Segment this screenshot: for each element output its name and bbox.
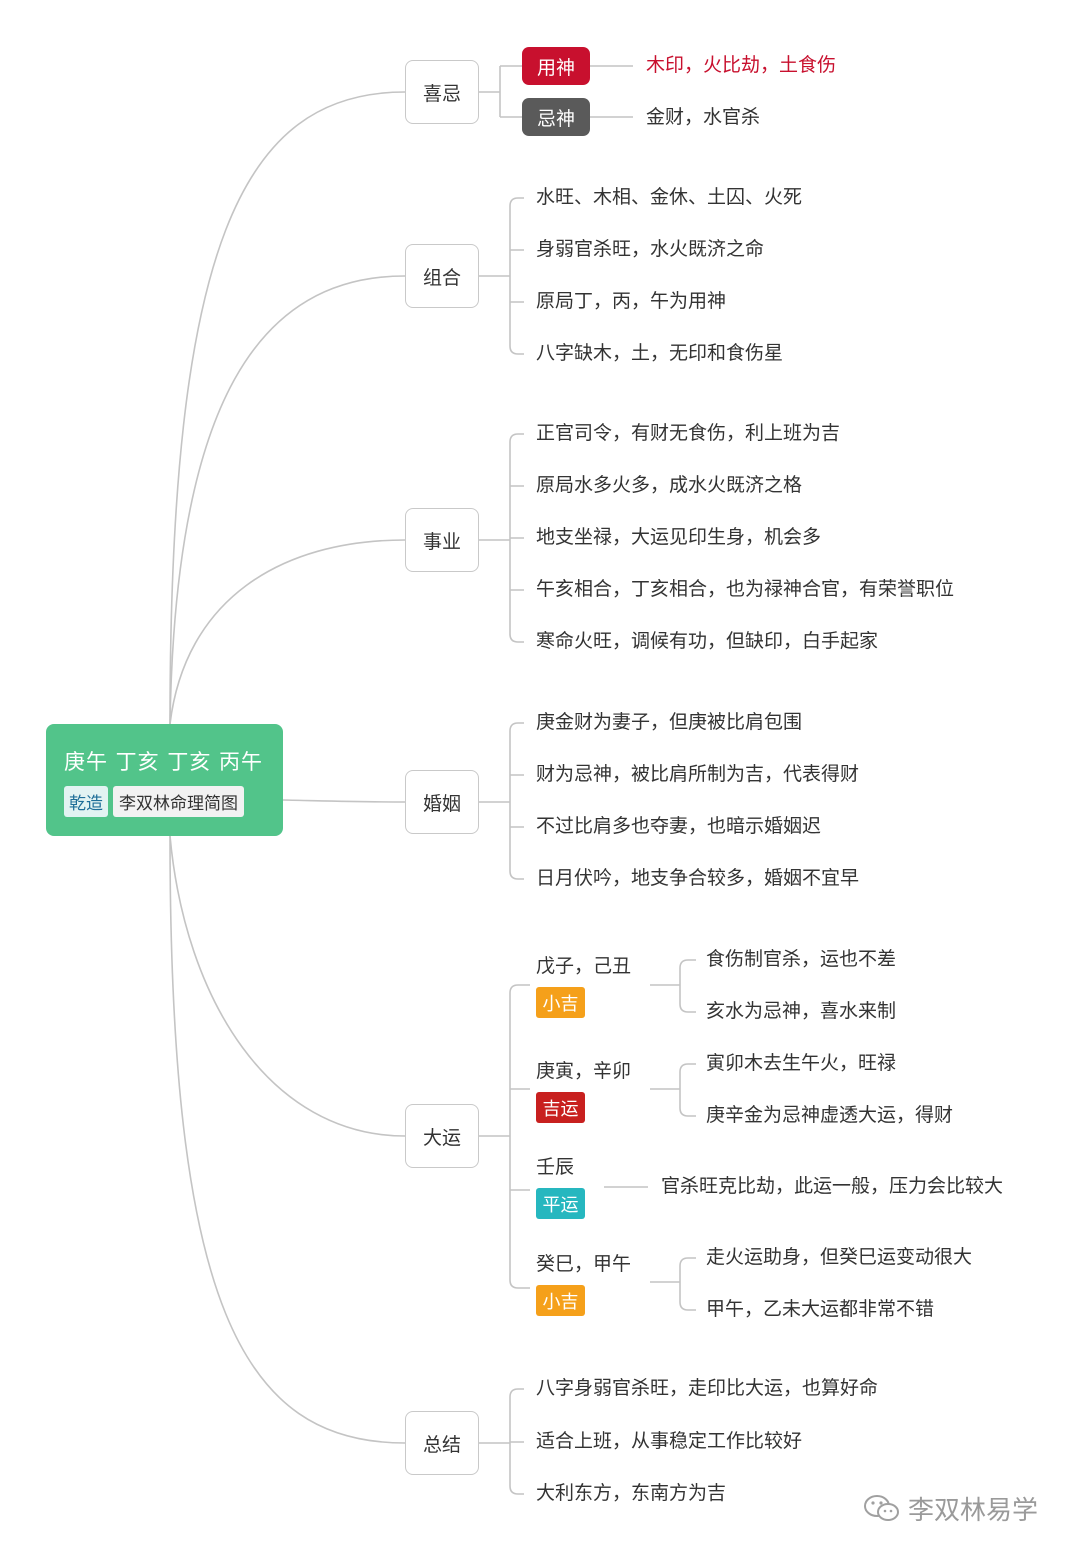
- jishen-text: 金财，水官杀: [646, 106, 761, 128]
- gender-tag: 乾造: [64, 786, 108, 817]
- zuhe-item: 身弱官杀旺，水火既济之命: [536, 238, 765, 260]
- shiye-item: 寒命火旺，调候有功，但缺印，白手起家: [536, 630, 879, 652]
- dayun-note: 亥水为忌神，喜水来制: [706, 1000, 897, 1022]
- shiye-item: 午亥相合，丁亥相合，也为禄神合官，有荣誉职位: [536, 578, 955, 600]
- watermark-text: 李双林易学: [908, 1496, 1039, 1526]
- chart-title-tag: 李双林命理简图: [113, 786, 244, 817]
- dayun-note: 寅卯木去生午火，旺禄: [706, 1052, 897, 1074]
- zuhe-item: 原局丁，丙，午为用神: [536, 290, 727, 312]
- category-dayun[interactable]: 大运: [405, 1104, 479, 1168]
- watermark: 李双林易学: [862, 1490, 1038, 1527]
- dayun-note: 庚辛金为忌神虚透大运，得财: [706, 1104, 954, 1126]
- hunyin-item: 不过比肩多也夺妻，也暗示婚姻迟: [536, 815, 822, 837]
- jishen-tag[interactable]: 忌神: [522, 98, 590, 136]
- dayun-note: 走火运助身，但癸巳运变动很大: [706, 1246, 973, 1268]
- four-pillars: 庚午 丁亥 丁亥 丙午: [64, 750, 264, 774]
- zuhe-item: 水旺、木相、金休、土囚、火死: [536, 186, 803, 208]
- shiye-item: 地支坐禄，大运见印生身，机会多: [536, 526, 822, 548]
- yongshen-text: 木印，火比劫，土食伤: [646, 54, 837, 76]
- dayun-note: 食伤制官杀，运也不差: [706, 948, 897, 970]
- category-xiji[interactable]: 喜忌: [405, 60, 479, 124]
- dayun-badge-xiaoji: 小吉: [536, 987, 585, 1018]
- zongjie-item: 大利东方，东南方为吉: [536, 1482, 727, 1504]
- dayun-period-name: 戊子，己丑: [536, 955, 632, 977]
- shiye-item: 正官司令，有财无食伤，利上班为吉: [536, 422, 841, 444]
- yongshen-tag[interactable]: 用神: [522, 47, 590, 85]
- hunyin-item: 财为忌神，被比肩所制为吉，代表得财: [536, 763, 860, 785]
- dayun-period-name: 癸巳，甲午: [536, 1253, 632, 1275]
- dayun-note: 官杀旺克比劫，此运一般，压力会比较大: [661, 1175, 1004, 1197]
- category-hunyin[interactable]: 婚姻: [405, 770, 479, 834]
- category-shiye[interactable]: 事业: [405, 508, 479, 572]
- dayun-period-name: 壬辰: [536, 1156, 575, 1178]
- dayun-badge-pingyun: 平运: [536, 1188, 585, 1219]
- hunyin-item: 日月伏吟，地支争合较多，婚姻不宜早: [536, 867, 860, 889]
- dayun-period-name: 庚寅，辛卯: [536, 1060, 632, 1082]
- zuhe-item: 八字缺木，土，无印和食伤星: [536, 342, 784, 364]
- hunyin-item: 庚金财为妻子，但庚被比肩包围: [536, 711, 803, 733]
- zongjie-item: 适合上班，从事稳定工作比较好: [536, 1430, 803, 1452]
- zongjie-item: 八字身弱官杀旺，走印比大运，也算好命: [536, 1377, 879, 1399]
- root-tags: 乾造 李双林命理简图: [64, 786, 283, 817]
- wechat-icon: [864, 1494, 899, 1521]
- root-node[interactable]: 庚午 丁亥 丁亥 丙午 乾造 李双林命理简图: [46, 724, 283, 836]
- dayun-badge-jiyun: 吉运: [536, 1092, 585, 1123]
- category-zongjie[interactable]: 总结: [405, 1411, 479, 1475]
- shiye-item: 原局水多火多，成水火既济之格: [536, 474, 803, 496]
- dayun-note: 甲午，乙未大运都非常不错: [706, 1298, 935, 1320]
- category-zuhe[interactable]: 组合: [405, 244, 479, 308]
- dayun-badge-xiaoji: 小吉: [536, 1285, 585, 1316]
